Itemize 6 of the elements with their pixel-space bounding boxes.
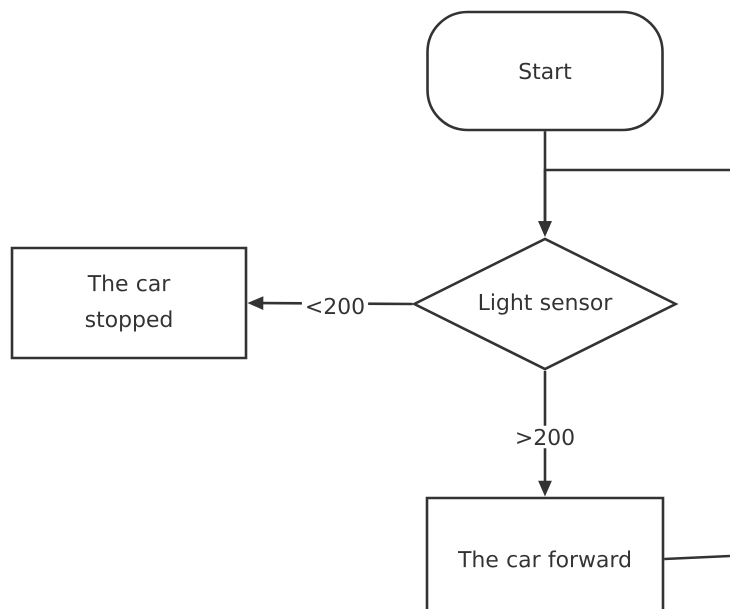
connector-line xyxy=(664,554,730,560)
process-box: The car stopped xyxy=(10,246,248,360)
process-box: The car forward xyxy=(426,496,664,609)
edge-label: >200 xyxy=(512,426,578,448)
terminal-box: Start xyxy=(426,10,664,132)
edge-label: <200 xyxy=(302,294,368,318)
